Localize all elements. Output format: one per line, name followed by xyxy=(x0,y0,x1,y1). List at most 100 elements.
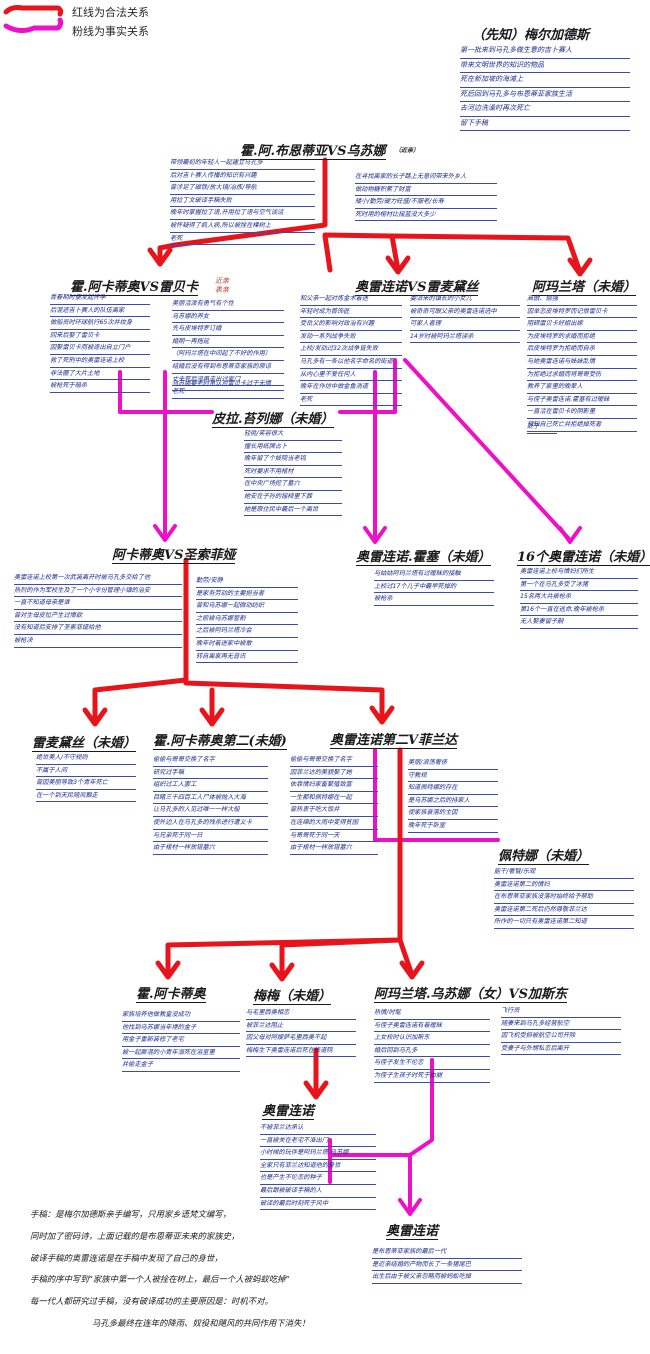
gen1-left-notes: 带领最初的年轻人一起建立马孔多后对吉卜赛人传播的知识有兴趣曾涉足了磁铁/放大镜/… xyxy=(170,157,315,246)
note-line: 第一个在马孔多受了冰猪 xyxy=(520,579,638,592)
note-line: 曾因美丽导致3个青年死亡 xyxy=(36,777,136,790)
note-line: 从内心里不爱任何人 xyxy=(300,369,402,382)
gen4-branch-line xyxy=(165,747,415,981)
note-line: 受岳父的影响对政治有兴趣 xyxy=(300,318,402,331)
note-line: 不被菲兰达承认 xyxy=(260,1122,376,1135)
note-line: 最后跟被破译手稿的人 xyxy=(260,1185,376,1198)
note-line: 一直被关在老宅不准出门 xyxy=(260,1135,376,1148)
note-line: 用金子重新装修了老宅 xyxy=(122,1034,240,1047)
note-line: 是乌苏娜之后的持家人 xyxy=(408,795,498,808)
note-line: 使外边人在马孔多的残杀进行遭义卡 xyxy=(153,817,268,830)
note-line: 目睹三千四百工人尸体被抛入大海 xyxy=(153,792,268,805)
note-line: 上校/发动过32次战争皆失败 xyxy=(300,343,402,356)
note-line: 为皮埃特罗的求婚而拒绝 xyxy=(527,331,637,344)
note-line: 非法圈了大片土地 xyxy=(50,368,150,381)
note-line: 之后被阿玛兰塔冷会 xyxy=(196,625,298,638)
prophet-title: （先知）梅尔加德斯 xyxy=(472,28,590,43)
arcadio1-tag: 近亲 表亲 xyxy=(215,277,229,294)
note-line: 与侄子发生不伦恋 xyxy=(374,1057,490,1070)
aureliano-segundo-left-notes: 偷偷与哥哥交换了名字因菲兰达的美貌娶了她依靠情妇家畜繁殖致富一生都和佩特娜在一起… xyxy=(290,754,378,855)
note-line: 委派来的镇长的小女儿 xyxy=(410,293,520,306)
note-line: 与她奥雷连诺与姊妹乱情 xyxy=(527,356,637,369)
note-line: 年轻时成为首饰匠 xyxy=(300,306,402,319)
note-line: 在布恩蒂亚家族没落时始终给予帮助 xyxy=(494,891,634,904)
remedios-beauty-notes: 绝世美人/不守规则不属于人间曾因美丽导致3个青年死亡在一个到天民随风飘走 xyxy=(36,752,136,803)
arcadio2-right-notes: 勤劳/安静是家务劳动的主要担当者曾和乌苏娜一起微动纺织之前被乌苏娜誓割之后被阿玛… xyxy=(196,575,298,664)
note-line: 15名两大共被枪杀 xyxy=(520,591,638,604)
note-line: 与姑姑阿玛兰塔有过暧昧的接触 xyxy=(374,568,494,581)
note-line: 做船员时环球航行65次并纹身 xyxy=(50,317,150,330)
note-line: 奥雷连诺上校第一次武装离开时被马孔多交给了他 xyxy=(14,572,182,585)
aureliano-last-title: 奥雷连诺 xyxy=(262,1100,315,1120)
arcadio1-title: 霍.阿卡蒂奥VS雷贝卡 xyxy=(70,276,199,296)
note-line: 与侄子奥雷连诺.霍塞有过暧昧 xyxy=(527,394,637,407)
note-line: 结婚后没有得到布恩蒂亚家族的原谅 xyxy=(172,361,284,374)
note-line: 后对吉卜赛人传播的知识有兴趣 xyxy=(170,170,315,183)
note-line: 与毛里西奥相恋 xyxy=(246,1007,356,1020)
note-line: 青春期时便发起怀孕 xyxy=(50,292,150,305)
note-line: 因菲兰达的美貌娶了她 xyxy=(290,767,378,780)
note-line: 在中央广场挖了墓穴 xyxy=(244,478,342,491)
note-line: 14岁时被阿玛兰塔误杀 xyxy=(410,331,520,344)
arcadio1-left-notes: 青春期时便发起怀孕后混迹吉卜赛人的队伍离家做船员时环球航行65次并纹身回来后娶了… xyxy=(50,292,150,393)
note-line: 晚年死于卧室 xyxy=(408,820,498,833)
note-line: 去河边洗澡时再次死亡 xyxy=(460,102,630,117)
note-line: 小时候的玩伴是阿玛兰塔.乌苏娜 xyxy=(260,1147,376,1160)
footer-line: 手稿的序中写到“家族中第一个人被拴在树上，最后一个人被蚂蚁吃掉” xyxy=(30,1274,290,1285)
footer-line: 每一代人都研究过手稿，没有破译成功的主要原因是：时机不对。 xyxy=(30,1296,273,1307)
legend-red-label: 红线为合法关系 xyxy=(72,6,149,19)
note-line: 发动一系列战争失败 xyxy=(300,331,402,344)
note-line: 矮小/勤劳/硬力旺盛/不服老/长寿 xyxy=(355,196,497,209)
arrow-aureliano-jose xyxy=(363,526,387,544)
arcadio2-title: 阿卡蒂奥VS圣索菲娅 xyxy=(112,544,236,564)
arrow-arcadio-segundo xyxy=(199,707,225,727)
note-line: 研究过手稿 xyxy=(153,767,268,780)
footer-line: 同时加了密码诗，上面记载的是布恩蒂亚未来的家族史， xyxy=(30,1230,240,1241)
arrow-amaranta-ursula xyxy=(399,960,425,980)
note-line: （阿玛兰塔在中间起了不好的作用） xyxy=(172,348,284,361)
aureliano-jose-notes: 与姑姑阿玛兰塔有过暧昧的接触上校过17个儿子中最早死掉的被枪杀 xyxy=(374,568,494,606)
note-line: 因飞机受损被航空公司开除 xyxy=(501,1030,621,1043)
gen1-right-notes: 在寻找离家的长子路上无意间带来外乡人做动物糖积累了财富矮小/勤劳/硬力旺盛/不服… xyxy=(355,171,497,222)
footer-line: 破译手稿的奥雷连诺是在手稿中发现了自己的身世， xyxy=(30,1252,223,1263)
note-line: 老死 xyxy=(170,233,315,246)
note-line: 婚后回到马孔多 xyxy=(374,1045,490,1058)
meme-title: 梅梅（未婚） xyxy=(253,985,332,1005)
gen1-title: 霍.阿.布恩蒂亚VS乌苏娜 xyxy=(240,140,386,160)
note-line: 老死 xyxy=(300,394,402,407)
note-line: 依靠情妇家畜繁殖致富 xyxy=(290,779,378,792)
note-line: 死在新加坡的海滩上 xyxy=(460,73,630,88)
note-line: 为侄子生孩子时死于血崩 xyxy=(374,1070,490,1083)
note-line: 一直活在雷贝卡的阴影里 xyxy=(527,406,637,419)
meme-notes: 与毛里西奥相恋被菲兰达阻止因父母对阿嫂萨毛里西奥不起梅梅生下奥雷连诺后死在修道院 xyxy=(246,1007,356,1058)
note-line: 马孔多有一条以他名字命名的街道 xyxy=(300,356,402,369)
note-line: 知道佩特娜的存在 xyxy=(408,782,498,795)
arcadio2-left-notes: 奥雷连诺上校第一次武装离开时被马孔多交给了他热烈的作为军校生及了一个小令份管理小… xyxy=(14,572,182,648)
note-line: 曾涉足了磁铁/放大镜/冶炼/导航 xyxy=(170,182,315,195)
note-line: 守教规 xyxy=(408,770,498,783)
note-line: 曾对生母皮拉产生过情欲 xyxy=(14,610,182,623)
note-line: 在寻找离家的长子路上无意间带来外乡人 xyxy=(355,171,497,184)
note-line: 所作的一切只有奥雷连诺第二知道 xyxy=(494,916,634,929)
arrow-aureliano-last xyxy=(303,1080,329,1100)
aureliano1-to-17-line xyxy=(403,358,572,542)
note-line: 被枪死于暗杀 xyxy=(50,380,150,393)
note-line: 后混迹吉卜赛人的队伍离家 xyxy=(50,305,150,318)
note-line: 使家族衰落的主因 xyxy=(408,807,498,820)
note-line: 出生后由于被父亲忽略而被蚂蚁吃掉 xyxy=(372,1271,522,1284)
note-line: 与侄子奥雷连诺有着暧昧 xyxy=(374,1020,490,1033)
aureliano-segundo-title: 奥雷连诺第二V菲兰达 xyxy=(330,729,458,749)
note-line: 一直不知道母亲是谁 xyxy=(14,597,182,610)
note-line: 被怀疑得了疯人病,所以被拴在棵树上 xyxy=(170,220,315,233)
aureliano-last-notes: 不被菲兰达承认一直被关在老宅不准出门小时候的玩伴是阿玛兰塔.乌苏娜全家只有菲兰达… xyxy=(260,1122,376,1211)
amaranta-ursula-title: 阿玛兰塔.乌苏娜（女）VS加斯东 xyxy=(374,983,568,1003)
note-line: 带来文明世界的知识的物品 xyxy=(460,59,630,73)
note-line: 绝世美人/不守规则 xyxy=(36,752,136,765)
note-line: 预知自己死亡并拒绝掉死者 xyxy=(527,419,637,432)
note-line: 晚年在作坊中做金鱼消遣 xyxy=(300,381,402,394)
note-line: 奥雷连诺第二死后仍然尊敬菲兰达 xyxy=(494,904,634,917)
note-line: 破译的最后时刻死于风中 xyxy=(260,1198,376,1211)
